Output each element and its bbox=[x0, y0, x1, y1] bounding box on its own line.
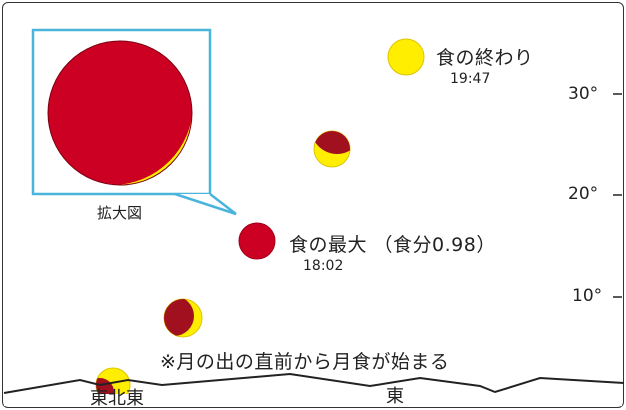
horizon-ground bbox=[4, 394, 622, 406]
eclipse-max-time: 18:02 bbox=[303, 258, 344, 274]
full-moon-icon bbox=[387, 38, 425, 76]
eclipse-end-label: 食の終わり bbox=[436, 47, 534, 69]
eclipse-end-time: 19:47 bbox=[450, 71, 491, 87]
zoomed-moon-icon bbox=[47, 40, 193, 186]
altitude-label-10: 10° bbox=[572, 286, 603, 306]
zoom-box bbox=[31, 28, 212, 196]
partial-eclipse-moon-icon bbox=[163, 298, 203, 338]
eclipsed-moon-icon bbox=[238, 222, 276, 260]
partial-eclipse-moon-icon bbox=[313, 130, 351, 168]
zoom-caption: 拡大図 bbox=[97, 204, 143, 222]
direction-east-northeast: 東北東 bbox=[90, 388, 144, 409]
eclipse-note: ※月の出の直前から月食が始まる bbox=[160, 351, 450, 373]
altitude-label-20: 20° bbox=[568, 184, 599, 204]
zoom-callout bbox=[174, 192, 237, 216]
eclipse-max-label: 食の最大 （食分0.98） bbox=[289, 234, 496, 256]
horizon-line bbox=[3, 372, 625, 394]
altitude-label-30: 30° bbox=[568, 84, 599, 104]
direction-east: 東 bbox=[386, 386, 404, 407]
